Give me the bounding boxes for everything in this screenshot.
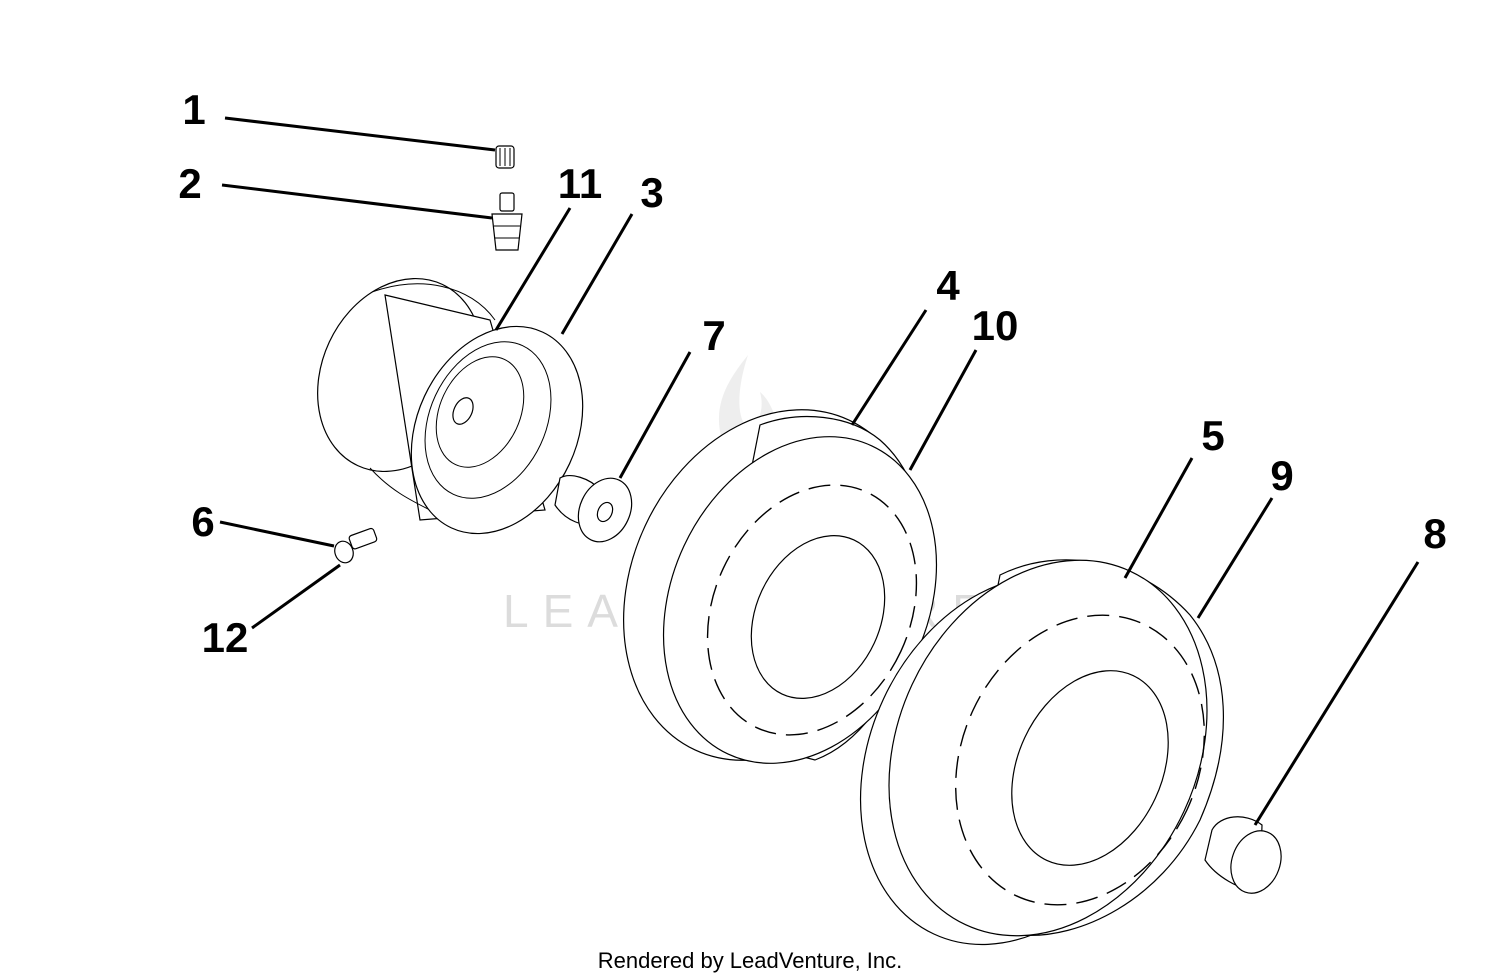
leader-8 (1253, 561, 1420, 826)
callout-8: 8 (1423, 510, 1446, 557)
leader-10 (908, 349, 978, 471)
leader-7 (618, 351, 692, 479)
callout-5: 5 (1201, 412, 1224, 459)
leader-6 (219, 520, 335, 548)
callout-3: 3 (640, 169, 663, 216)
leader-9 (1196, 497, 1274, 619)
leader-lines (219, 116, 1420, 826)
bushing (554, 475, 633, 543)
leader-1 (224, 116, 496, 152)
footer-credit: Rendered by LeadVenture, Inc. (598, 948, 903, 973)
tire-rear (859, 559, 1224, 946)
callout-1: 1 (182, 86, 205, 133)
callout-11: 11 (558, 160, 602, 207)
callout-10: 10 (972, 302, 1019, 349)
leader-12 (251, 563, 341, 630)
callout-4: 4 (936, 262, 960, 309)
leader-3 (560, 213, 634, 335)
callout-6: 6 (191, 498, 214, 545)
tire-front (623, 409, 938, 764)
callout-labels: 1 2 11 3 4 10 7 5 9 8 6 12 (178, 86, 1446, 661)
wheel-rim (317, 277, 584, 535)
callout-9: 9 (1270, 452, 1293, 499)
valve-bolt (334, 527, 378, 564)
leader-2 (221, 183, 493, 220)
callout-2: 2 (178, 160, 201, 207)
leader-5 (1123, 457, 1194, 579)
leader-11 (494, 207, 572, 331)
valve-cap (495, 145, 515, 169)
leader-4 (850, 309, 928, 426)
hub-cap (1204, 816, 1282, 894)
valve-stem (491, 192, 523, 251)
callout-7: 7 (702, 312, 725, 359)
callout-12: 12 (202, 614, 249, 661)
